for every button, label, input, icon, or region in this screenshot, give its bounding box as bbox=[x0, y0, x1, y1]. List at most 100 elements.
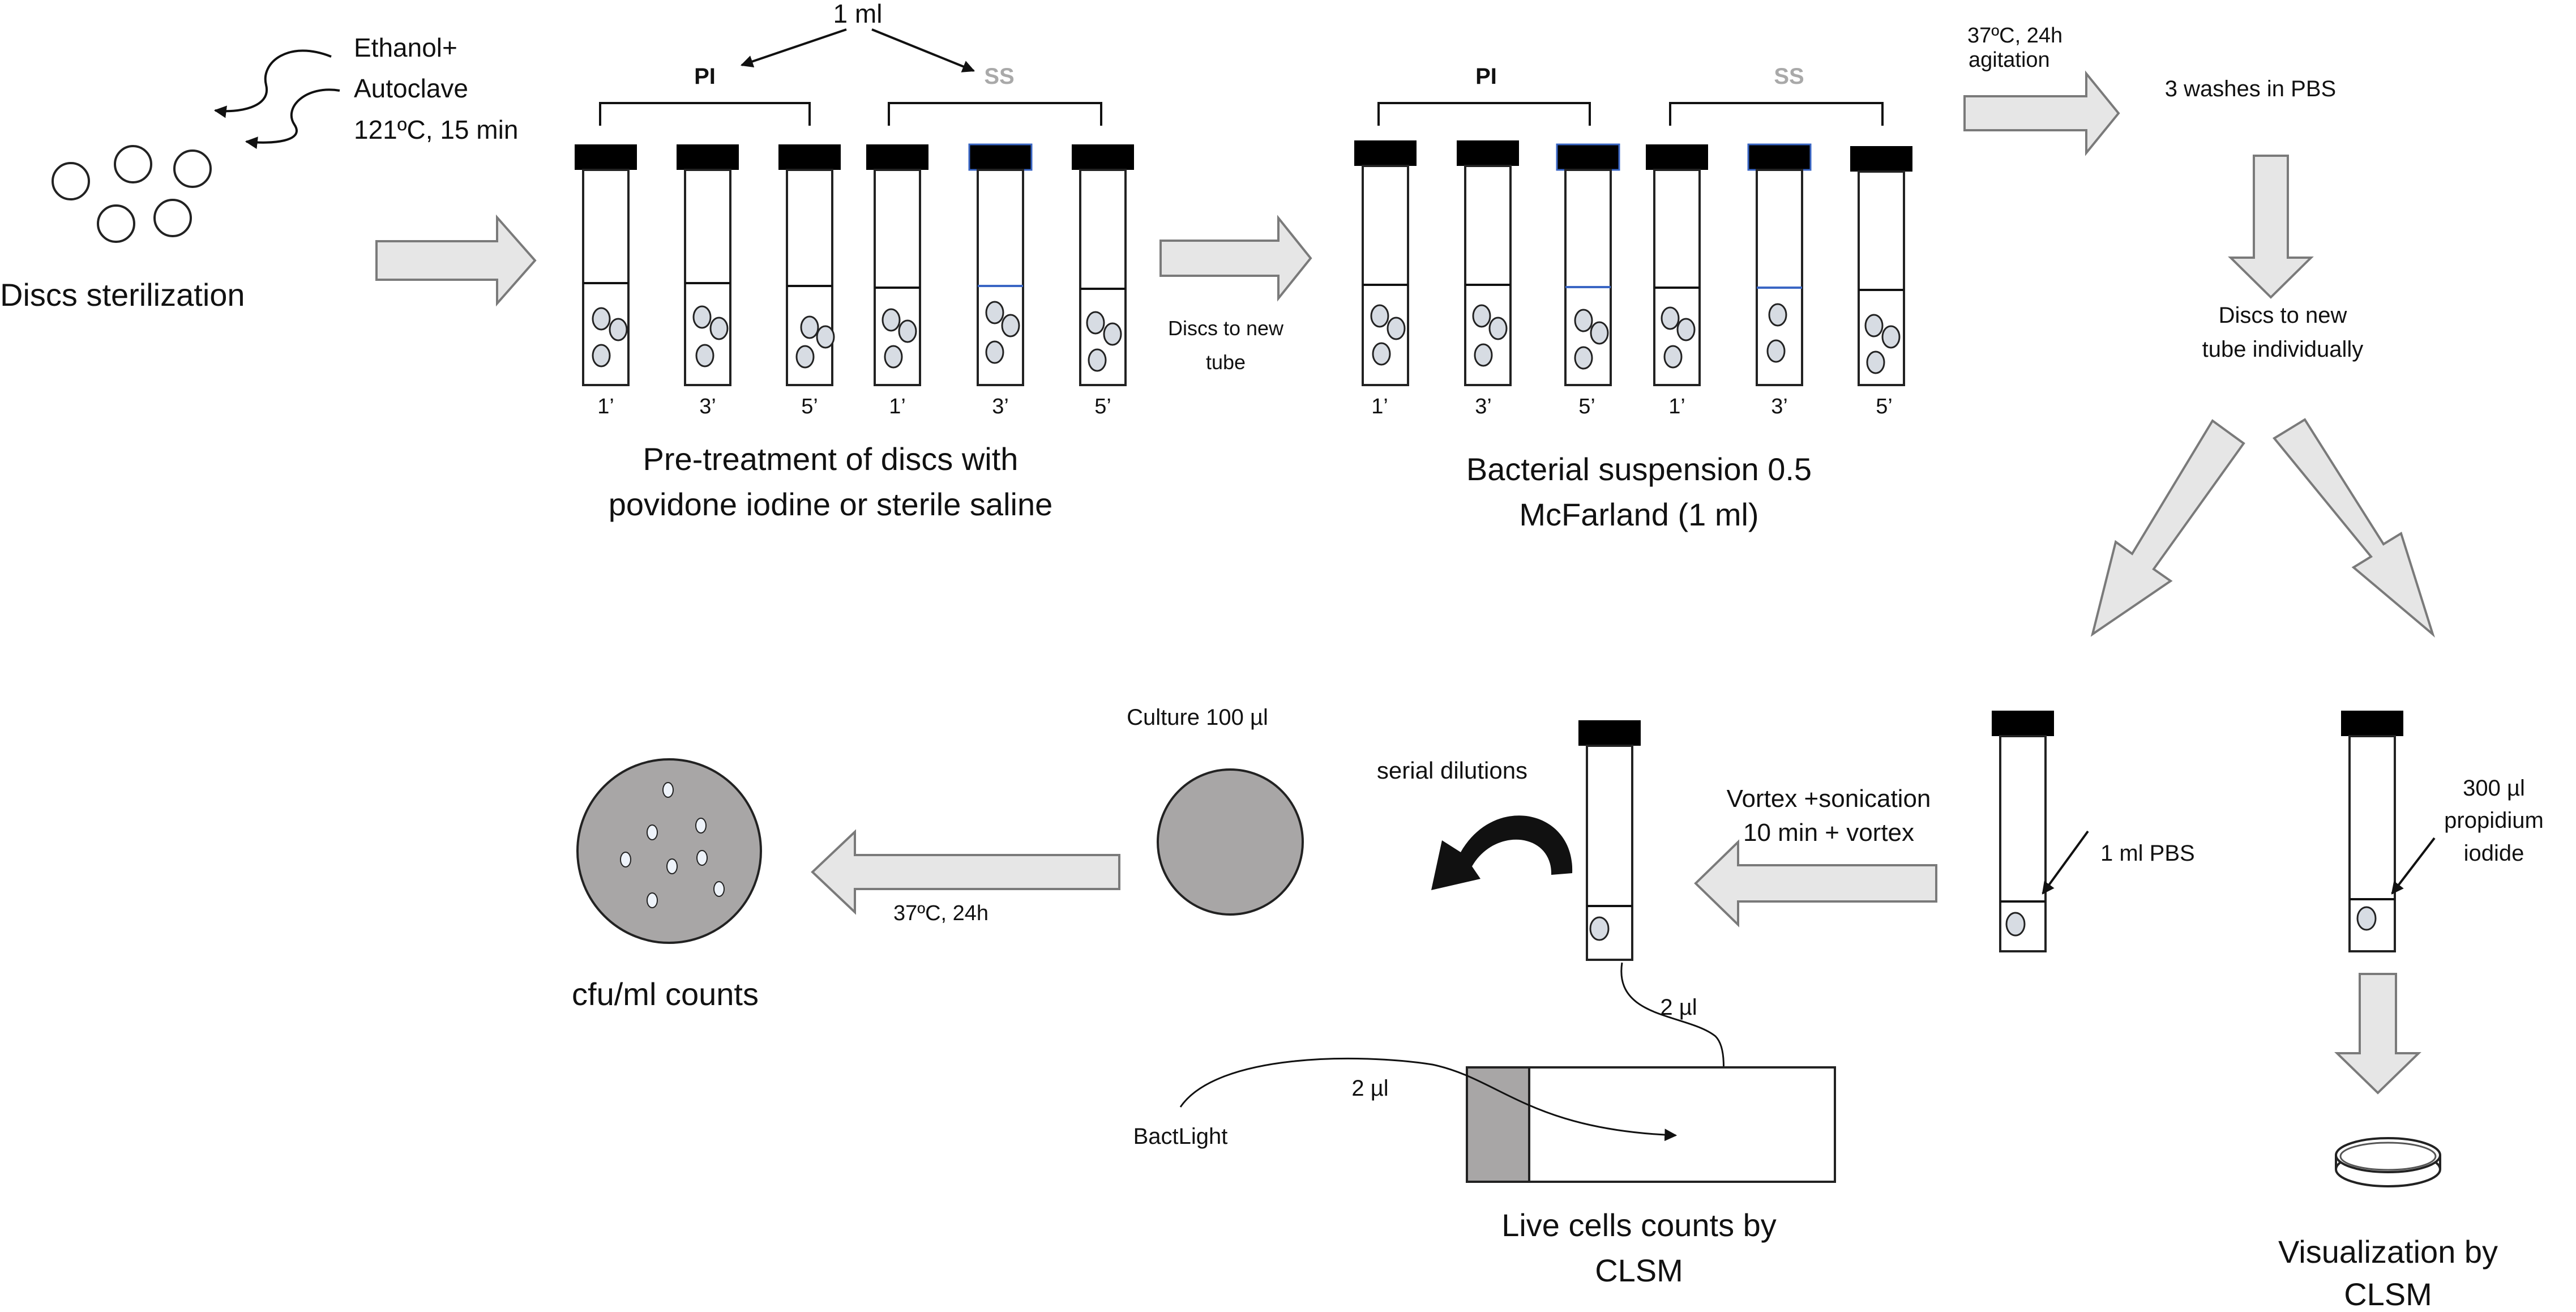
pi-bracket bbox=[599, 102, 811, 126]
tube-cap bbox=[1747, 143, 1812, 171]
disc bbox=[153, 199, 192, 237]
tube-cap bbox=[575, 144, 637, 170]
tube-cap bbox=[2341, 711, 2403, 736]
sterilization-note-line1: Ethanol+ bbox=[354, 33, 457, 62]
disc bbox=[1387, 317, 1406, 340]
colony bbox=[647, 892, 658, 908]
culture-label: Culture 100 µl bbox=[1127, 705, 1268, 730]
disc bbox=[1881, 325, 1901, 349]
disc bbox=[1676, 318, 1696, 341]
volume-1ml-label: 1 ml bbox=[833, 0, 883, 28]
serial-dilutions-label: serial dilutions bbox=[1377, 757, 1527, 784]
pretreatment-caption-line1: Pre-treatment of discs with bbox=[643, 441, 1019, 477]
tube-cap bbox=[1578, 720, 1641, 746]
tube: 3’ bbox=[1457, 140, 1519, 418]
colony bbox=[620, 852, 631, 867]
colony bbox=[647, 824, 658, 840]
tube: 5’ bbox=[1556, 143, 1620, 418]
tube-body bbox=[1079, 169, 1127, 386]
culture-plate bbox=[1157, 768, 1304, 916]
time-label: 5’ bbox=[1094, 395, 1111, 418]
group-ss-label: SS bbox=[1774, 64, 1804, 89]
dish-lid bbox=[2335, 1137, 2441, 1173]
tube-cap bbox=[677, 144, 739, 170]
tube-cap bbox=[968, 143, 1033, 171]
disc bbox=[1488, 317, 1508, 340]
process-arrow-right bbox=[1963, 70, 2120, 156]
colony bbox=[666, 858, 678, 874]
disc bbox=[1088, 348, 1107, 372]
sterilization-note-line2: Autoclave bbox=[354, 74, 468, 103]
tube: 3’ bbox=[1747, 143, 1812, 418]
tube-cap bbox=[1457, 140, 1519, 166]
tube: 1’ bbox=[1354, 140, 1417, 418]
pbs-label: 1 ml PBS bbox=[2100, 841, 2195, 866]
pi-volume-line2: propidium bbox=[2444, 808, 2544, 833]
pi-bracket bbox=[1377, 102, 1591, 126]
disc bbox=[1086, 311, 1105, 335]
process-arrow-left bbox=[1694, 839, 1937, 928]
disc bbox=[1766, 339, 1786, 363]
ethanol-curved-arrow bbox=[213, 49, 332, 118]
bacterial-suspension-group: PI SS 1’ 3’ 5’ bbox=[1354, 64, 1912, 532]
slide-frosted-end bbox=[1466, 1066, 1530, 1183]
disc bbox=[1768, 303, 1787, 327]
time-label: 1’ bbox=[1371, 395, 1388, 418]
pi-volume-line3: iodide bbox=[2464, 841, 2524, 866]
rotate-arrow-icon bbox=[1431, 815, 1573, 890]
time-label: 1’ bbox=[597, 395, 614, 418]
disc bbox=[795, 345, 815, 369]
group-pi-label: PI bbox=[694, 64, 716, 89]
live-cells-caption-line2: CLSM bbox=[1595, 1253, 1683, 1288]
disc bbox=[1001, 314, 1020, 337]
tube: 1’ bbox=[1646, 144, 1708, 418]
disc bbox=[1590, 321, 1609, 345]
culture-incubation-label: 37ºC, 24h bbox=[893, 901, 989, 925]
time-label: 5’ bbox=[801, 395, 818, 418]
pbs-pointer-arrow bbox=[2042, 830, 2089, 895]
time-label: 3’ bbox=[1771, 395, 1788, 418]
pretreatment-caption-line2: povidone iodine or sterile saline bbox=[609, 486, 1053, 522]
disc bbox=[985, 340, 1004, 364]
disc bbox=[884, 345, 903, 369]
arrow-to-ss bbox=[871, 28, 975, 72]
disc bbox=[2356, 906, 2377, 931]
transfer1-line1: Discs to new bbox=[1168, 317, 1284, 340]
disc bbox=[173, 149, 212, 188]
visualization-line2: CLSM bbox=[2344, 1276, 2432, 1312]
tube-cap bbox=[1354, 140, 1417, 166]
time-label: 5’ bbox=[1578, 395, 1595, 418]
transfer2-line2: tube individually bbox=[2202, 337, 2364, 362]
ss-bracket bbox=[1669, 102, 1884, 126]
process-arrow-right bbox=[375, 214, 537, 307]
vortex-line1: Vortex +sonication bbox=[1727, 785, 1931, 813]
tube: 1’ bbox=[866, 144, 928, 418]
incubation-line2: agitation bbox=[1969, 48, 2050, 72]
tube: 5’ bbox=[1072, 144, 1134, 418]
disc bbox=[816, 325, 835, 349]
disc bbox=[1574, 346, 1593, 370]
tube-body bbox=[1999, 735, 2047, 952]
disc bbox=[52, 162, 90, 200]
disc bbox=[1663, 345, 1683, 369]
disc bbox=[1866, 351, 1885, 374]
colony bbox=[713, 881, 725, 897]
transfer2-line1: Discs to new bbox=[2219, 303, 2347, 328]
tube: 3’ bbox=[968, 143, 1033, 418]
tube-cap bbox=[1072, 144, 1134, 170]
bactlight-volume-label: 2 µl bbox=[1351, 1076, 1388, 1101]
tube-cap bbox=[1646, 144, 1708, 170]
bacterial-caption-line2: McFarland (1 ml) bbox=[1519, 497, 1758, 532]
sterilization-title: Discs sterilization bbox=[0, 277, 245, 313]
group-ss-label: SS bbox=[984, 64, 1014, 89]
disc bbox=[695, 344, 714, 367]
vortex-line2: 10 min + vortex bbox=[1743, 819, 1914, 847]
disc bbox=[1103, 322, 1122, 346]
disc bbox=[1864, 314, 1884, 337]
process-arrow-down-left bbox=[2090, 419, 2245, 637]
process-arrow-down bbox=[2334, 973, 2421, 1095]
disc bbox=[1372, 342, 1391, 366]
disc bbox=[592, 344, 611, 367]
disc bbox=[709, 317, 729, 340]
